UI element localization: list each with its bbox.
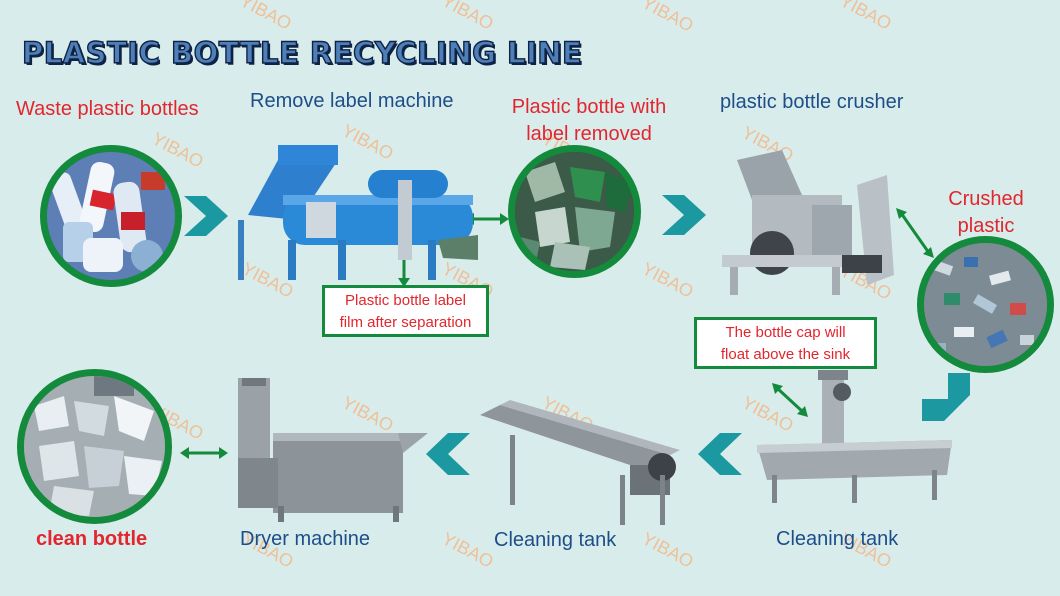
label-bottle-removed-2: label removed xyxy=(526,123,652,145)
crushed-illustration xyxy=(924,243,1047,366)
remove-label-machine-image xyxy=(238,145,478,280)
chevron-right-icon xyxy=(662,195,706,235)
label-bottle-removed-1: Plastic bottle with xyxy=(511,96,667,118)
chevron-right-icon xyxy=(184,196,228,236)
watermark: YIBAO xyxy=(638,528,697,572)
label-remove-label-machine: Remove label machine xyxy=(250,90,454,112)
cleaning-tank-machine-image xyxy=(480,400,680,525)
clean-flakes-photo xyxy=(17,369,172,524)
label-cleaning-tank-1: Cleaning tank xyxy=(494,529,617,551)
watermark: YIBAO xyxy=(236,0,295,34)
double-arrow-icon xyxy=(180,447,228,459)
watermark: YIBAO xyxy=(438,0,497,34)
bottle-flakes-photo xyxy=(508,145,641,278)
double-arrow-icon xyxy=(896,208,934,258)
crushed-plastic-photo xyxy=(917,236,1054,373)
watermark: YIBAO xyxy=(638,258,697,302)
chevron-down-left-icon xyxy=(922,373,970,421)
sink-tank-machine-image xyxy=(757,370,952,503)
flakes-illustration xyxy=(515,152,634,271)
crusher-machine-image xyxy=(722,150,894,295)
note-label-film-line1: Plastic bottle label xyxy=(345,292,466,309)
label-crushed-2: plastic xyxy=(957,215,1015,237)
dryer-machine-image xyxy=(238,378,428,522)
note-label-film: Plastic bottle label film after separati… xyxy=(322,285,489,337)
label-dryer: Dryer machine xyxy=(240,528,371,550)
label-cleaning-tank-2: Cleaning tank xyxy=(776,528,899,550)
clean-flakes-illustration xyxy=(24,376,165,517)
label-waste-bottles: Waste plastic bottles xyxy=(16,98,199,120)
page-title: PLASTIC BOTTLE RECYCLING LINE xyxy=(21,35,583,70)
label-crushed-1: Crushed xyxy=(948,188,1024,210)
watermark: YIBAO xyxy=(836,0,895,34)
note-bottle-cap: The bottle cap will float above the sink xyxy=(694,317,877,369)
note-bottle-cap-line2: float above the sink xyxy=(720,346,851,363)
note-label-film-line2: film after separation xyxy=(339,314,472,331)
bottles-illustration xyxy=(47,152,175,280)
chevron-left-icon xyxy=(426,433,470,475)
note-bottle-cap-line1: The bottle cap will xyxy=(725,324,846,341)
double-arrow-icon xyxy=(772,383,808,417)
label-clean-bottle: clean bottle xyxy=(36,528,148,550)
watermark: YIBAO xyxy=(438,528,497,572)
watermark: YIBAO xyxy=(638,0,697,36)
waste-bottles-photo xyxy=(40,145,182,287)
label-crusher: plastic bottle crusher xyxy=(720,91,904,113)
chevron-left-icon xyxy=(698,433,742,475)
